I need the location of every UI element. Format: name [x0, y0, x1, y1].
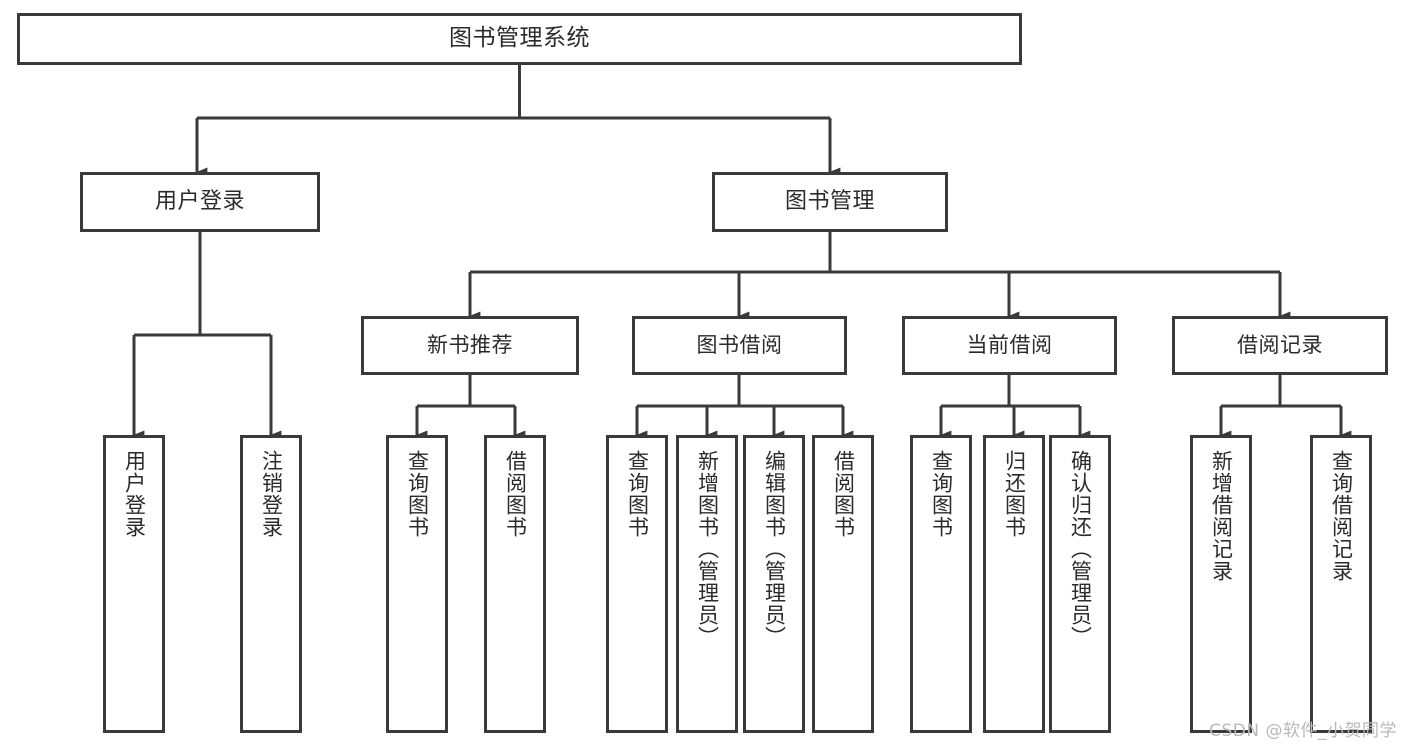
node-leaf-query-book-1-label: 查询图书: [405, 450, 430, 538]
node-leaf-add-borrow-record-label: 新增借阅记录: [1209, 450, 1234, 582]
node-level2-book-borrow[interactable]: 图书借阅: [632, 316, 847, 375]
node-leaf-query-book-3[interactable]: 查询图书: [910, 435, 972, 733]
node-level2-new-book-recommend[interactable]: 新书推荐: [361, 316, 579, 375]
node-level2-book-borrow-label: 图书借阅: [696, 332, 783, 357]
node-level2-borrow-record-label: 借阅记录: [1237, 332, 1323, 357]
node-leaf-user-login-label: 用户登录: [122, 450, 147, 538]
node-leaf-query-borrow-record-label: 查询借阅记录: [1329, 450, 1354, 582]
node-leaf-query-book-1[interactable]: 查询图书: [386, 435, 448, 733]
node-leaf-query-book-3-label: 查询图书: [929, 450, 954, 538]
node-leaf-borrow-book-2-label: 借阅图书: [831, 450, 856, 538]
node-leaf-edit-book-admin[interactable]: 编辑图书（管理员）: [743, 435, 805, 733]
node-leaf-add-book-admin[interactable]: 新增图书（管理员）: [676, 435, 738, 733]
node-leaf-edit-book-admin-label: 编辑图书（管理员）: [762, 450, 787, 648]
node-level1-book-management-label: 图书管理: [784, 188, 875, 214]
node-leaf-add-borrow-record[interactable]: 新增借阅记录: [1190, 435, 1252, 733]
node-leaf-logout-label: 注销登录: [259, 450, 284, 538]
node-leaf-logout[interactable]: 注销登录: [240, 435, 302, 733]
node-level2-current-borrow[interactable]: 当前借阅: [902, 316, 1117, 375]
node-leaf-query-book-2[interactable]: 查询图书: [606, 435, 668, 733]
node-level1-book-management[interactable]: 图书管理: [712, 172, 948, 232]
node-leaf-borrow-book-1-label: 借阅图书: [503, 450, 528, 538]
node-leaf-borrow-book-2[interactable]: 借阅图书: [812, 435, 874, 733]
node-leaf-confirm-return-admin[interactable]: 确认归还（管理员）: [1049, 435, 1111, 733]
node-level2-current-borrow-label: 当前借阅: [966, 332, 1053, 357]
node-root[interactable]: 图书管理系统: [17, 13, 1022, 65]
csdn-watermark: CSDN @软件_小贺同学: [1209, 721, 1397, 741]
node-leaf-user-login[interactable]: 用户登录: [103, 435, 165, 733]
node-leaf-add-book-admin-label: 新增图书（管理员）: [695, 450, 720, 648]
node-leaf-borrow-book-1[interactable]: 借阅图书: [484, 435, 546, 733]
node-leaf-return-book-label: 归还图书: [1002, 450, 1027, 538]
node-level2-borrow-record[interactable]: 借阅记录: [1172, 316, 1388, 375]
node-level2-new-book-recommend-label: 新书推荐: [427, 332, 513, 357]
node-root-label: 图书管理系统: [449, 25, 590, 52]
node-leaf-query-borrow-record[interactable]: 查询借阅记录: [1310, 435, 1372, 733]
node-leaf-query-book-2-label: 查询图书: [625, 450, 650, 538]
node-leaf-return-book[interactable]: 归还图书: [983, 435, 1045, 733]
node-level1-user-login[interactable]: 用户登录: [80, 172, 320, 232]
node-leaf-confirm-return-admin-label: 确认归还（管理员）: [1068, 450, 1093, 648]
node-level1-user-login-label: 用户登录: [154, 188, 245, 214]
